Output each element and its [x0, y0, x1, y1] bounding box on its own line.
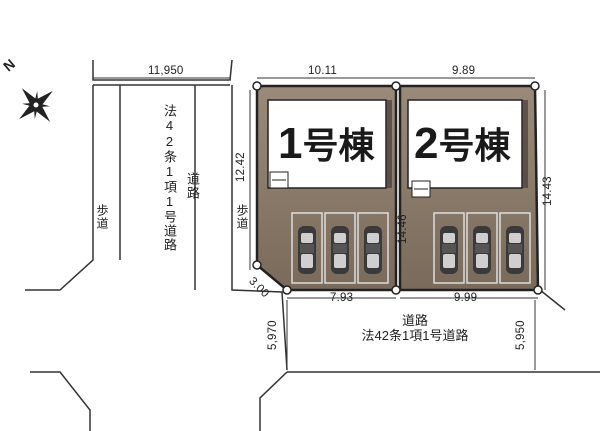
dimension-lines	[93, 77, 546, 370]
bottom-road-description: 法42条1項1号道路	[361, 328, 469, 343]
dim-lot1-top: 10.11	[308, 65, 337, 77]
sidewalk-left-label: 歩道	[95, 204, 109, 230]
survey-points	[252, 81, 543, 295]
entrance-marker-1	[269, 171, 289, 189]
house-2-label: 2号棟	[414, 122, 511, 166]
entrance-marker-2	[411, 180, 431, 198]
dim-lot2-top: 9.89	[452, 65, 476, 77]
dim-lot2-right: 14.43	[542, 176, 554, 206]
house-2-suffix: 号棟	[438, 125, 511, 166]
sidewalk-right-label: 歩道	[235, 204, 249, 230]
house-1-label: 1号棟	[278, 122, 375, 166]
left-road-description: 法42条1項1号道路	[162, 104, 177, 252]
dim-lot2-bottom: 9.99	[454, 292, 478, 304]
parking-lot-2	[433, 212, 531, 284]
parking-lot-1	[291, 212, 389, 284]
bottom-road-caption: 道路 法42条1項1号道路	[330, 313, 500, 343]
building-2	[407, 99, 523, 189]
compass-icon	[19, 88, 53, 122]
dim-bottom-road-right: 5,950	[515, 320, 527, 350]
house-2-number: 2	[414, 119, 439, 168]
dim-lot1-mid: 14.46	[397, 214, 409, 244]
dim-lot1-left: 12.42	[235, 152, 247, 182]
dim-top-road-width: 11,950	[148, 65, 184, 77]
dim-bottom-road-left: 5,970	[267, 320, 279, 350]
left-road-title: 道路	[185, 172, 200, 200]
bottom-road-title: 道路	[401, 313, 428, 328]
house-1-number: 1	[278, 119, 303, 168]
dim-lot1-bottom: 7.93	[330, 292, 354, 304]
house-1-suffix: 号棟	[302, 125, 375, 166]
